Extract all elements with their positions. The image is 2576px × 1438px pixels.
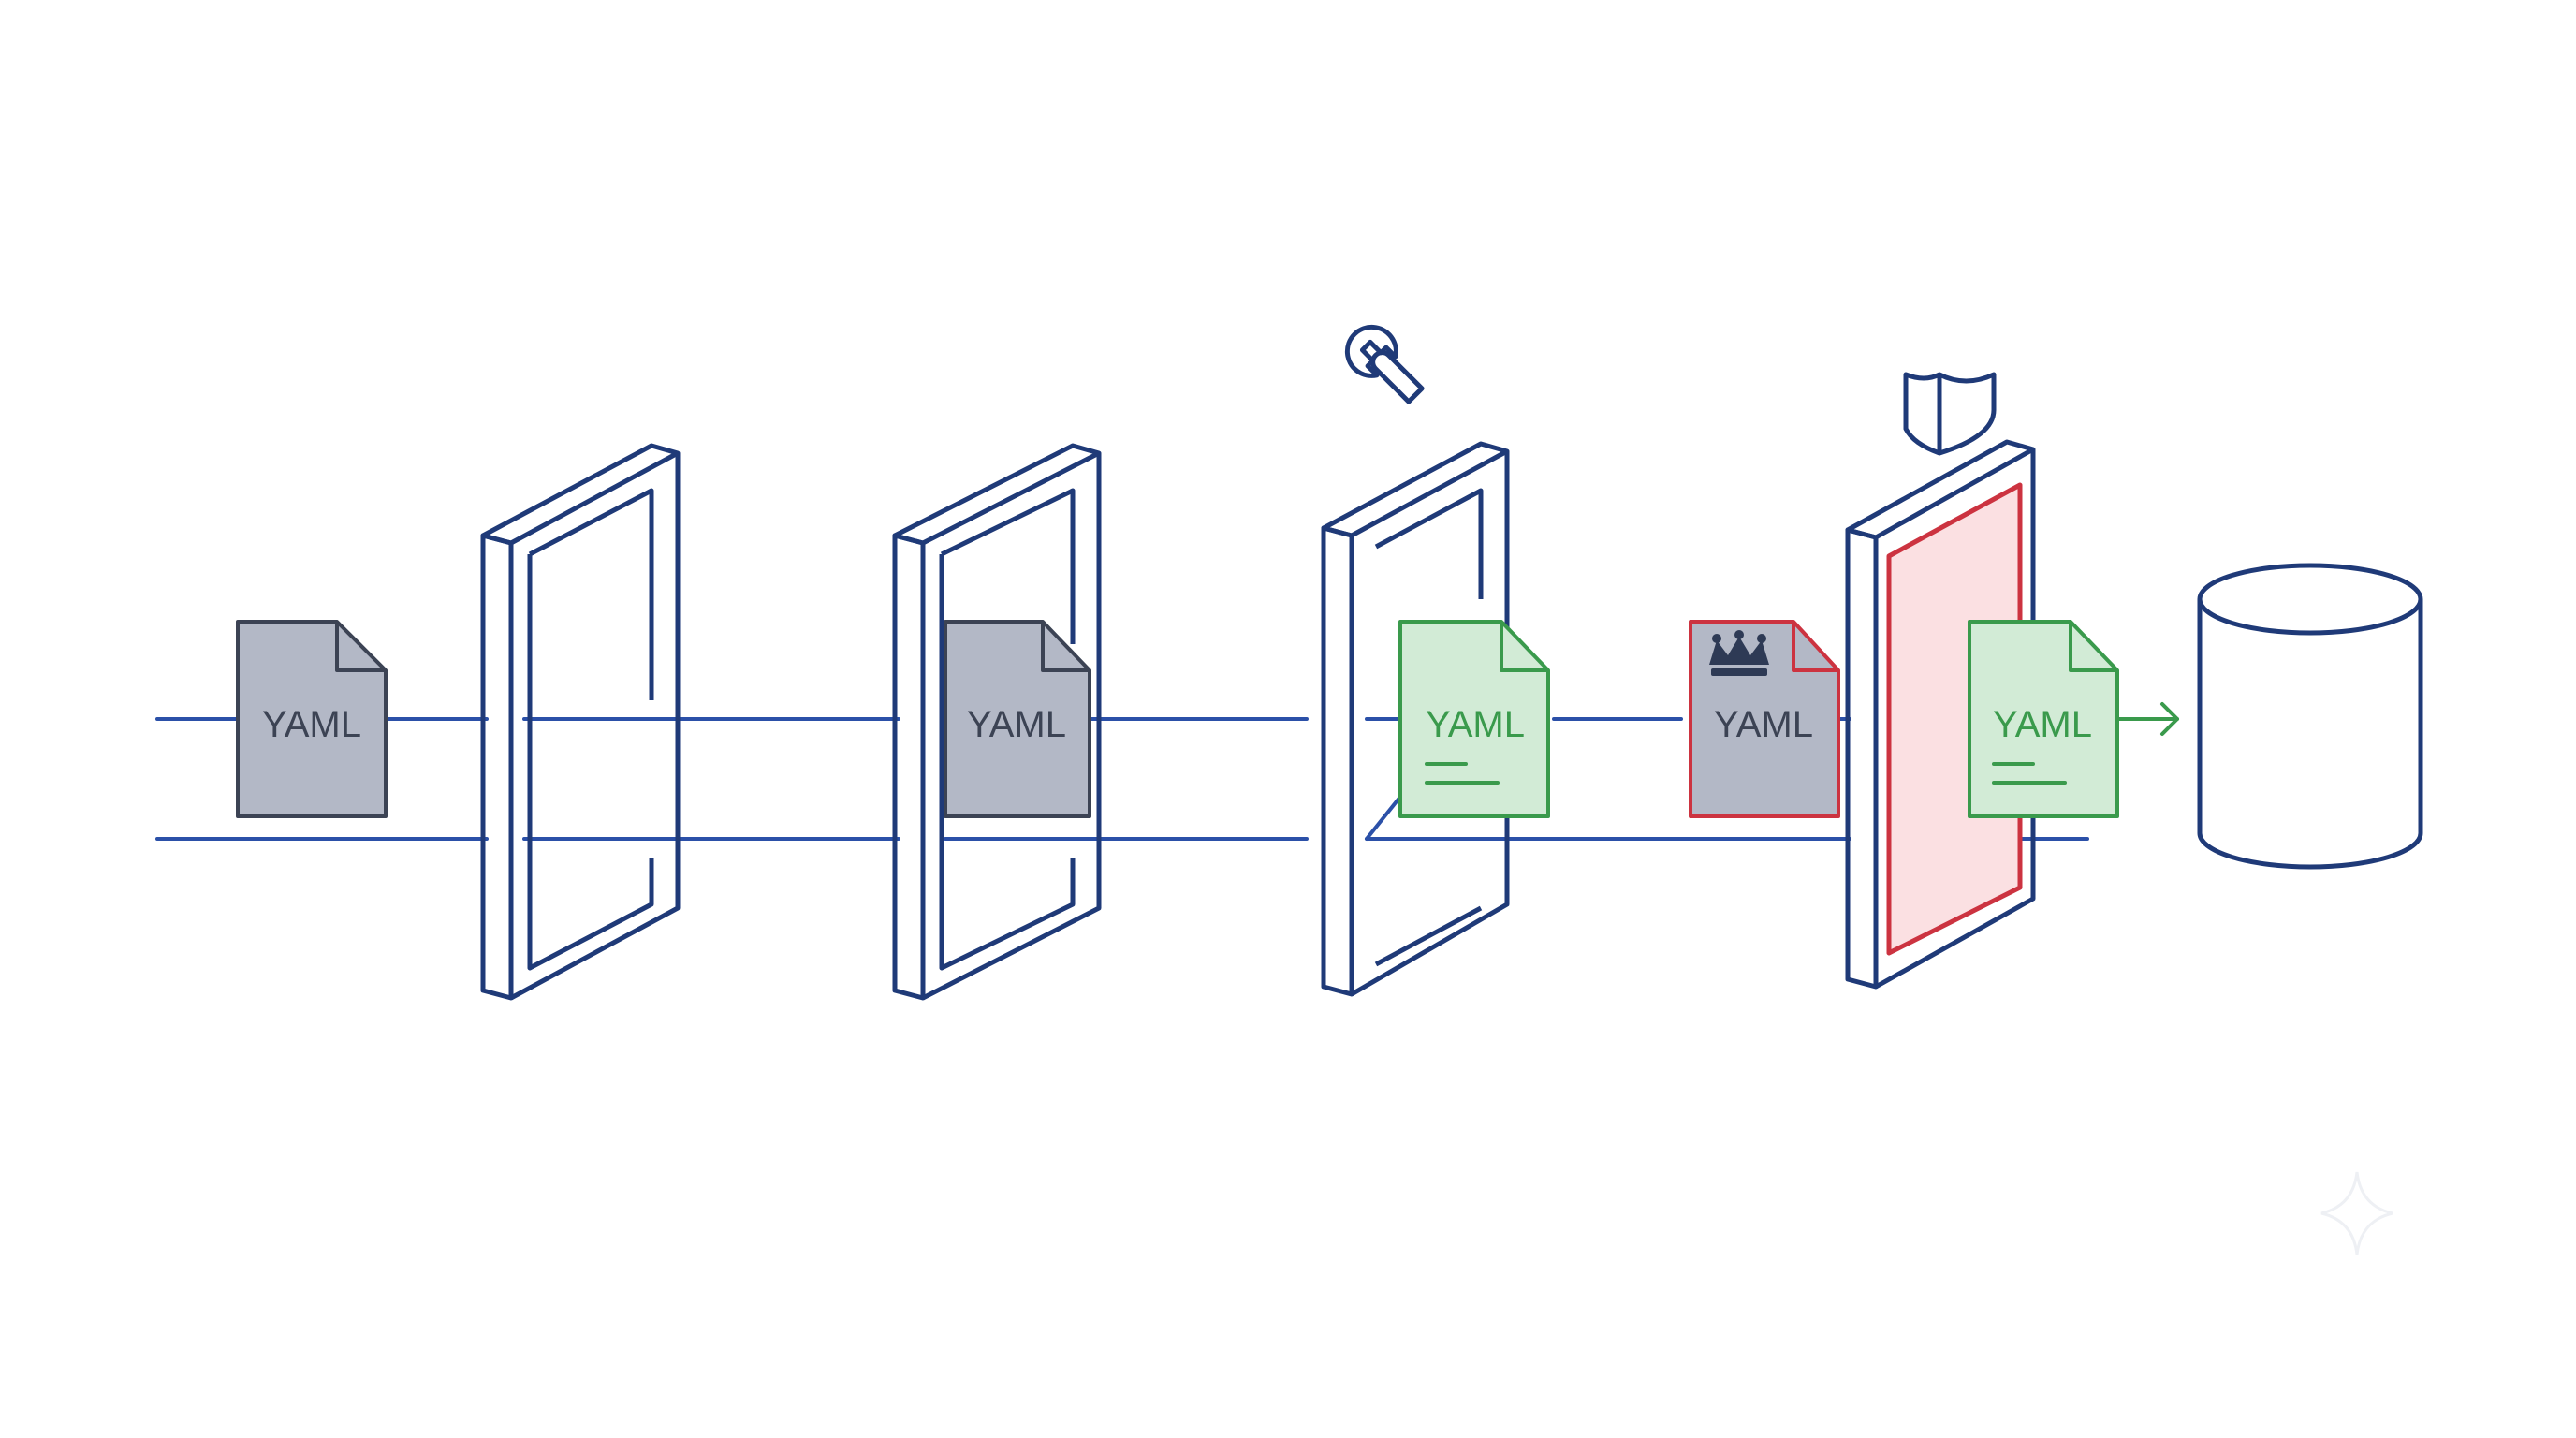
database-body <box>2197 599 2423 870</box>
gate-2-back <box>921 453 1102 1001</box>
gate-1-inner-bottom <box>527 554 654 971</box>
doc-4-label: YAML <box>1714 704 1813 745</box>
doc-4-fold <box>1792 622 1838 672</box>
yaml-doc-3: YAML <box>1398 620 1550 818</box>
lower-line-seg-4 <box>1365 790 1406 841</box>
gate-3-back <box>1350 451 1510 997</box>
doc-5-label: YAML <box>1993 704 2092 745</box>
gate-4-front <box>1845 527 1879 990</box>
doc-2-fold <box>1041 622 1090 672</box>
gate-3-inner-bottom <box>1374 905 1483 967</box>
database-top <box>2197 563 2423 636</box>
yaml-doc-5: YAML <box>1968 620 2119 818</box>
crown-icon <box>1709 630 1769 676</box>
doc-2-label: YAML <box>967 704 1066 745</box>
gate-1-inner-top <box>528 488 654 700</box>
yaml-doc-4: YAML <box>1689 620 1840 818</box>
wrench-icon <box>1344 324 1425 404</box>
doc-3-fold <box>1500 622 1548 672</box>
gate-2 <box>892 443 1102 1001</box>
yaml-doc-1: YAML <box>236 620 388 818</box>
gate-3-inner-top <box>1374 488 1484 599</box>
gate-1-back <box>509 453 681 1001</box>
sparkle-icon <box>2320 1171 2393 1255</box>
database-icon <box>2197 563 2423 870</box>
gate-1-front <box>480 533 514 1001</box>
gate-3 <box>1321 441 1510 997</box>
gate-2-inner-top <box>940 488 1076 644</box>
doc-1-fold <box>335 622 386 672</box>
gate-3-front <box>1321 525 1354 997</box>
yaml-doc-2: YAML <box>944 620 1091 818</box>
gate-4 <box>1845 439 2036 990</box>
gate-2-front <box>892 533 926 1001</box>
output-arrow <box>2115 702 2179 736</box>
doc-1-label: YAML <box>262 704 361 745</box>
gate-2-inner-bottom <box>939 554 1076 971</box>
doc-3-label: YAML <box>1426 704 1525 745</box>
doc-5-fold <box>2069 622 2117 672</box>
gate-4-red-panel <box>1886 482 2023 956</box>
gate-4-back <box>1874 449 2036 990</box>
gate-1 <box>480 443 681 1001</box>
shield-icon <box>1903 372 1997 456</box>
